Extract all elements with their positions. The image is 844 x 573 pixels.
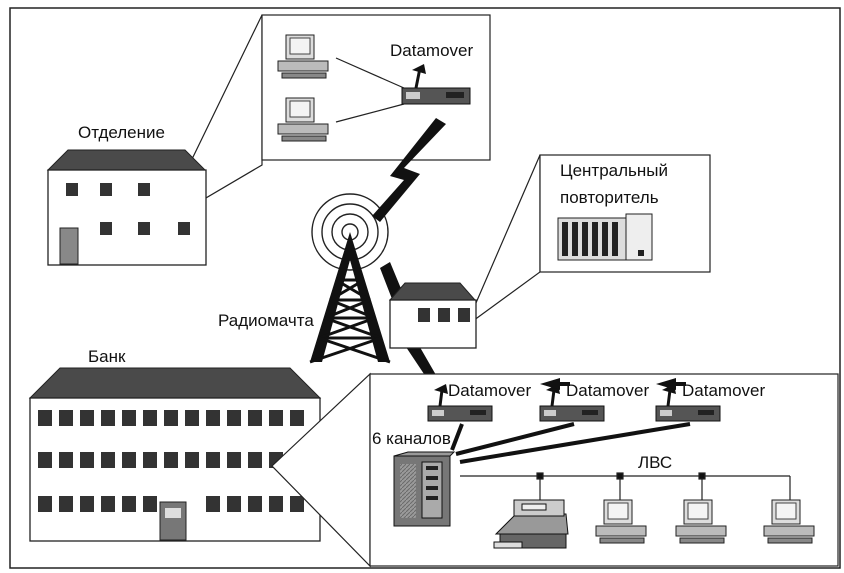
printer-icon: [493, 499, 569, 549]
bank-window: [185, 452, 199, 468]
datamover-device-icon: [401, 64, 471, 105]
datamover-chain-arrows: [540, 378, 686, 390]
bank-window: [290, 496, 304, 512]
radio-mast: Радиомачта: [218, 193, 391, 364]
lan-label: ЛВС: [638, 453, 672, 472]
bank-window: [227, 410, 241, 426]
bank-window: [101, 496, 115, 512]
workstation-icon: [675, 499, 727, 544]
radio-mast-label: Радиомачта: [218, 311, 314, 330]
bank-window: [164, 452, 178, 468]
bank-window: [206, 410, 220, 426]
bank-door: [159, 501, 187, 541]
central-repeater-label-line2: повторитель: [560, 188, 659, 207]
bank-window: [59, 496, 73, 512]
bank-window: [143, 496, 157, 512]
lan-drops: [536, 472, 791, 504]
bank-window: [101, 410, 115, 426]
bank-window: [122, 410, 136, 426]
server-icon: [393, 451, 456, 527]
datamover-2-label: Datamover: [566, 381, 649, 400]
bank-window: [38, 496, 52, 512]
bank-label: Банк: [88, 347, 126, 366]
channel-lines: [450, 422, 691, 464]
bank-window: [80, 496, 94, 512]
bank-windows: [38, 410, 304, 512]
repeater-rack-icon: [557, 213, 653, 261]
bank-window: [206, 452, 220, 468]
workstation-icon: [763, 499, 815, 544]
bank-window: [206, 496, 220, 512]
bank-window: [269, 496, 283, 512]
bank-window: [164, 410, 178, 426]
bank-building: Банк: [28, 347, 322, 542]
branch-building: Отделение: [46, 123, 207, 266]
branch-callout: Datamover: [158, 14, 491, 227]
bank-window: [143, 452, 157, 468]
datamover-device-icon: [427, 384, 493, 422]
datamover-1-label: Datamover: [448, 381, 531, 400]
branch-label: Отделение: [78, 123, 165, 142]
bank-window: [38, 452, 52, 468]
workstation-icon: [595, 499, 647, 544]
central-repeater-label-line1: Центральный: [560, 161, 668, 180]
repeater-building: [388, 282, 477, 349]
bank-window: [248, 410, 262, 426]
bank-window: [227, 496, 241, 512]
bank-callout: Datamover Datamover Datamover 6 каналов …: [271, 372, 839, 568]
bank-window: [185, 410, 199, 426]
bank-window: [80, 410, 94, 426]
bank-window: [38, 410, 52, 426]
central-repeater-label: Центральный повторитель: [560, 161, 673, 207]
bank-window: [143, 410, 157, 426]
bank-window: [80, 452, 94, 468]
branch-door: [59, 227, 79, 265]
datamover-device-icon: [655, 384, 721, 422]
bank-window: [290, 410, 304, 426]
workstation-icon: [277, 97, 329, 142]
channels-label: 6 каналов: [372, 429, 451, 448]
radio-link-lightning: [372, 118, 446, 386]
bank-window: [248, 452, 262, 468]
workstation-icon: [277, 34, 329, 79]
bank-window: [122, 452, 136, 468]
bank-window: [101, 452, 115, 468]
bank-window: [248, 496, 262, 512]
datamover-device-icon: [539, 384, 605, 422]
central-repeater-callout: Центральный повторитель: [464, 154, 711, 328]
datamover-top-label: Datamover: [390, 41, 473, 60]
bank-window: [122, 496, 136, 512]
bank-window: [269, 410, 283, 426]
bank-window: [59, 410, 73, 426]
bank-window: [59, 452, 73, 468]
diagram-frame: [9, 7, 841, 569]
datamover-3-label: Datamover: [682, 381, 765, 400]
bank-window: [227, 452, 241, 468]
